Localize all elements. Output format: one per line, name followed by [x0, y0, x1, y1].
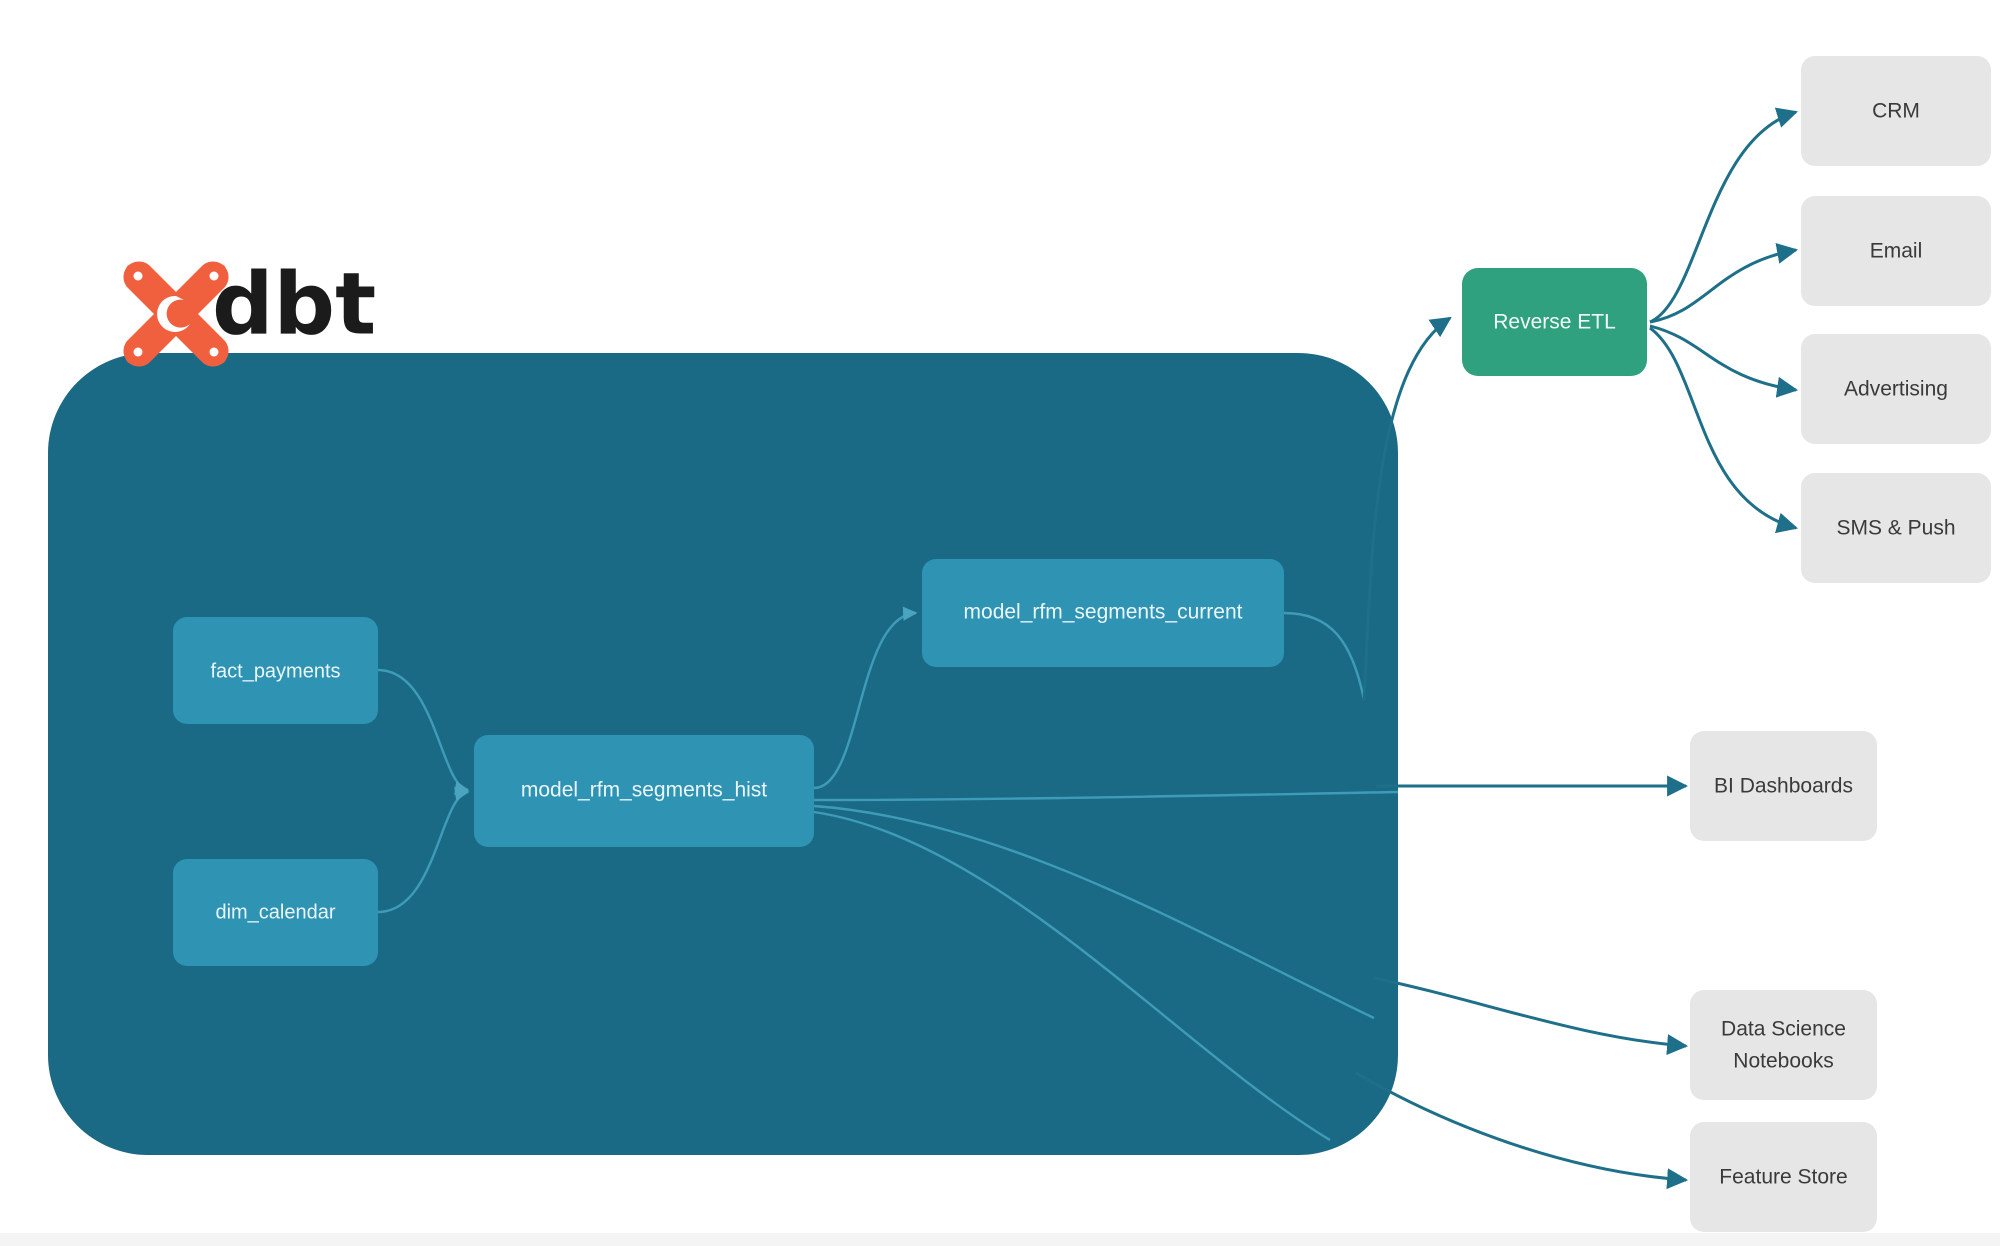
- edge-current-to-reverse-etl: [1362, 316, 1452, 701]
- node-fact-payments-rect[interactable]: [173, 617, 378, 724]
- node-feature-store-label: Feature Store: [1719, 1166, 1847, 1189]
- edge-hist-to-current: [813, 606, 918, 790]
- destination-nodes: CRM Email Advertising SMS & Push BI Dash…: [1690, 56, 1991, 1232]
- edge-fact-payments-to-hist: [377, 668, 470, 796]
- node-email-label: Email: [1870, 240, 1923, 263]
- node-bi-dashboards-rect[interactable]: [1690, 731, 1877, 841]
- edge-dim-calendar-to-hist: [377, 786, 470, 914]
- node-crm-label: CRM: [1872, 100, 1920, 123]
- node-advertising-label: Advertising: [1844, 378, 1948, 401]
- node-sms-push-label: SMS & Push: [1836, 517, 1955, 540]
- dbt-brand-lockup: dbt: [123, 254, 376, 367]
- dbt-wordmark: dbt: [212, 254, 376, 354]
- node-fact-payments-label: fact_payments: [210, 660, 340, 682]
- node-ds-notebooks-rect[interactable]: [1690, 990, 1877, 1100]
- node-sms-push[interactable]: SMS & Push: [1801, 473, 1991, 583]
- edge-reverse-etl-to-advertising: [1649, 324, 1799, 398]
- node-ds-notebooks-label-line2: Notebooks: [1733, 1050, 1833, 1073]
- node-email[interactable]: Email: [1801, 196, 1991, 306]
- edge-reverse-etl-to-sms-push: [1649, 326, 1799, 534]
- node-dim-calendar-label: dim_calendar: [215, 901, 335, 923]
- node-advertising-rect[interactable]: [1801, 334, 1991, 444]
- node-model-rfm-segments-current-rect[interactable]: [922, 559, 1284, 667]
- node-model-rfm-segments-hist-rect[interactable]: [474, 735, 814, 847]
- edge-hist-to-bi-internal: [813, 790, 1399, 802]
- node-advertising[interactable]: Advertising: [1801, 334, 1991, 444]
- node-crm-rect[interactable]: [1801, 56, 1991, 166]
- node-sms-push-rect[interactable]: [1801, 473, 1991, 583]
- node-model-rfm-segments-current-label: model_rfm_segments_current: [964, 601, 1243, 624]
- node-email-rect[interactable]: [1801, 196, 1991, 306]
- node-ds-notebooks-label-line1: Data Science: [1721, 1018, 1846, 1041]
- edge-hist-to-fs-internal: [813, 810, 1331, 1142]
- model-nodes: fact_payments dim_calendar model_rfm_seg…: [173, 559, 1284, 966]
- node-fact-payments[interactable]: fact_payments: [173, 617, 378, 724]
- node-reverse-etl-rect[interactable]: [1462, 268, 1647, 376]
- node-model-rfm-segments-current[interactable]: model_rfm_segments_current: [922, 559, 1284, 667]
- node-crm[interactable]: CRM: [1801, 56, 1991, 166]
- edge-group-external: [1355, 107, 1799, 1190]
- node-bi-dashboards[interactable]: BI Dashboards: [1690, 731, 1877, 841]
- node-bi-dashboards-label: BI Dashboards: [1714, 775, 1853, 798]
- footer-band: [0, 1233, 2000, 1246]
- edge-hist-to-ds-internal: [813, 804, 1375, 1020]
- node-ds-notebooks[interactable]: Data Science Notebooks: [1690, 990, 1877, 1100]
- edge-current-to-container-exit: [1283, 611, 1366, 701]
- edge-to-ds-notebooks: [1373, 976, 1689, 1056]
- edge-reverse-etl-to-email: [1649, 243, 1799, 324]
- edge-to-feature-store: [1355, 1071, 1689, 1190]
- node-dim-calendar-rect[interactable]: [173, 859, 378, 966]
- node-model-rfm-segments-hist-label: model_rfm_segments_hist: [521, 779, 767, 802]
- node-dim-calendar[interactable]: dim_calendar: [173, 859, 378, 966]
- node-reverse-etl[interactable]: Reverse ETL: [1462, 268, 1647, 376]
- node-feature-store[interactable]: Feature Store: [1690, 1122, 1877, 1232]
- dbt-logo-icon: [123, 261, 229, 367]
- node-model-rfm-segments-hist[interactable]: model_rfm_segments_hist: [474, 735, 814, 847]
- edge-group-internal: [377, 606, 1399, 1142]
- node-reverse-etl-label: Reverse ETL: [1493, 311, 1616, 334]
- node-feature-store-rect[interactable]: [1690, 1122, 1877, 1232]
- edge-reverse-etl-to-crm: [1649, 107, 1799, 324]
